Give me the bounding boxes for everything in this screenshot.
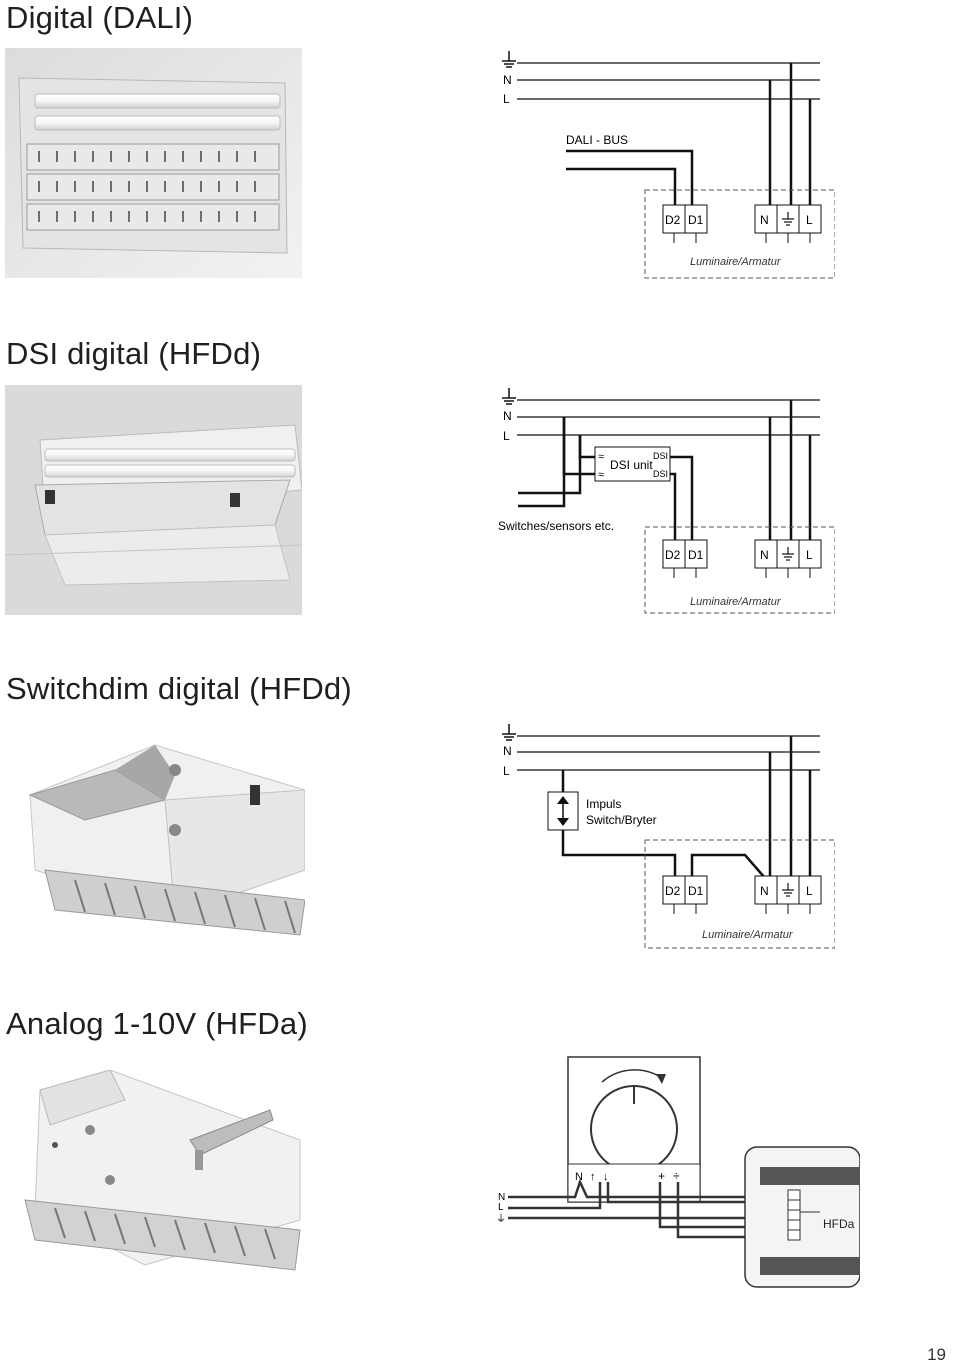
earth-symbol-icon: ⏚	[496, 1213, 506, 1225]
photo-analog-luminaire	[15, 1070, 305, 1275]
label-n: N	[503, 409, 512, 423]
photo-dsi-luminaire	[5, 385, 302, 615]
wiring-diagram-dsi: N L ≈ ≈ DSI unit DSI DSI Switches/sensor…	[490, 382, 836, 617]
heading-dsi: DSI digital (HFDd)	[6, 336, 262, 371]
terminal-n: N	[760, 213, 769, 227]
photo-switchdim-luminaire	[25, 740, 305, 938]
svg-text:↑: ↑	[590, 1171, 596, 1183]
dsi-top-label: DSI	[653, 451, 668, 461]
terminal-d1: D1	[688, 548, 704, 562]
terminal-d2: D2	[665, 884, 681, 898]
label-n: N	[498, 1192, 505, 1203]
heading-switchdim: Switchdim digital (HFDd)	[6, 671, 352, 706]
label-l: L	[503, 429, 510, 443]
terminal-l: L	[806, 884, 813, 898]
svg-text:+: +	[658, 1169, 665, 1183]
dali-bus-wires	[566, 63, 812, 205]
terminal-earth-icon	[782, 212, 794, 226]
terminal-l: L	[806, 548, 813, 562]
terminal-n: N	[575, 1171, 583, 1183]
earth-symbol-icon	[502, 388, 516, 405]
terminal-earth-icon	[782, 547, 794, 561]
label-dali-bus: DALI - BUS	[566, 133, 628, 147]
svg-text:↓: ↓	[603, 1171, 609, 1183]
terminal-earth-icon	[782, 883, 794, 897]
label-n: N	[503, 73, 512, 87]
svg-text:÷: ÷	[673, 1169, 680, 1183]
luminaire-label: Luminaire/Armatur	[702, 929, 794, 941]
terminal-l: L	[806, 213, 813, 227]
terminal-d2: D2	[665, 548, 681, 562]
dsi-unit-label: DSI unit	[610, 458, 653, 472]
switches-label: Switches/sensors etc.	[498, 519, 614, 533]
wiring-diagram-analog: N ↑ ↓ + ÷ N L ⏚ HFDa	[490, 1052, 861, 1292]
ac-symbol-icon: ≈	[598, 451, 604, 463]
supply-lines	[517, 62, 820, 100]
heading-dali: Digital (DALI)	[6, 0, 194, 35]
label-l: L	[498, 1202, 504, 1213]
ac-symbol-icon: ≈	[598, 469, 604, 481]
switch-label: Switch/Bryter	[586, 813, 657, 827]
photo-dali-luminaire	[5, 48, 302, 278]
terminal-d1: D1	[688, 884, 704, 898]
terminal-n: N	[760, 548, 769, 562]
label-l: L	[503, 92, 510, 106]
earth-symbol-icon	[502, 51, 516, 68]
dsi-bottom-label: DSI	[653, 469, 668, 479]
page-number: 19	[927, 1345, 946, 1364]
earth-symbol-icon	[502, 724, 516, 741]
heading-analog: Analog 1-10V (HFDa)	[6, 1006, 308, 1041]
wiring-diagram-switchdim: N L Impuls Switch/Bryter D2 D1 N	[490, 718, 836, 950]
luminaire-label: Luminaire/Armatur	[690, 256, 782, 268]
dsi-unit-box	[594, 446, 671, 482]
impuls-label: Impuls	[586, 797, 621, 811]
luminaire-label: Luminaire/Armatur	[690, 596, 782, 608]
hfda-label: HFDa	[823, 1217, 855, 1231]
terminal-d1: D1	[688, 213, 704, 227]
terminal-d2: D2	[665, 213, 681, 227]
label-l: L	[503, 764, 510, 778]
wiring-diagram-dali: N L DALI - BUS D2 D1 N L	[490, 45, 836, 280]
terminal-n: N	[760, 884, 769, 898]
label-n: N	[503, 744, 512, 758]
rotate-arrow-icon	[656, 1074, 666, 1084]
